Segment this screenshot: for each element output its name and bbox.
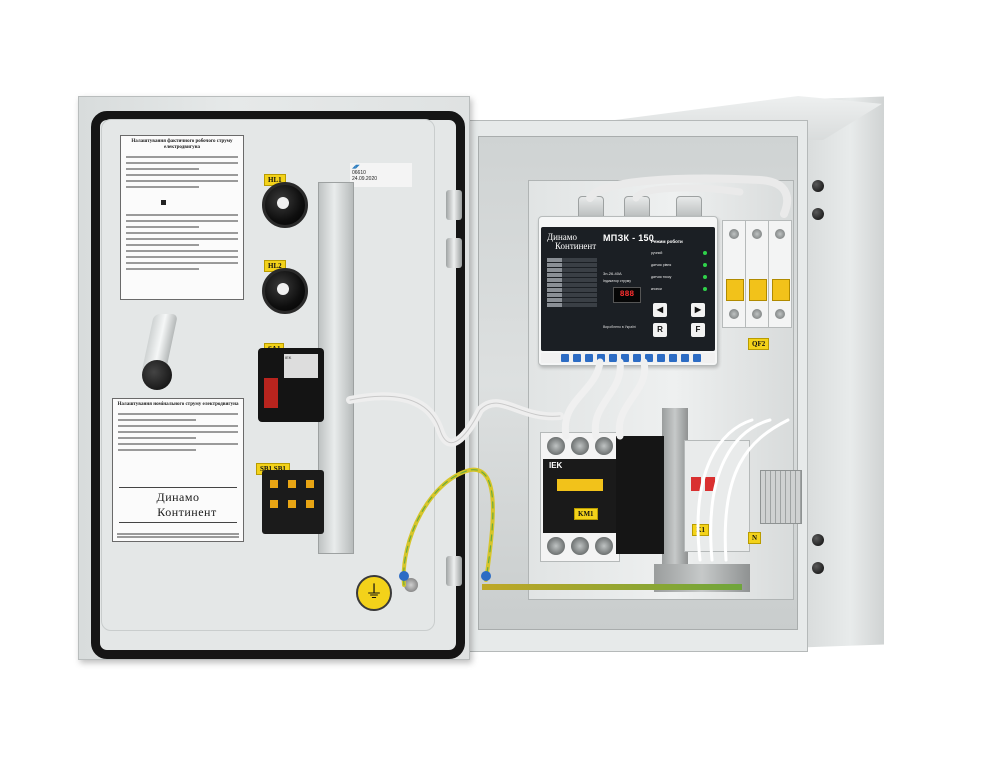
sticker-brand-icon: ◢◤ bbox=[352, 164, 360, 170]
ground-bolt bbox=[404, 578, 418, 592]
tag-n: N bbox=[748, 532, 762, 544]
rivet-icon bbox=[812, 208, 824, 220]
signal-wire bbox=[696, 418, 754, 562]
ground-symbol-icon: ⏚ bbox=[356, 575, 392, 611]
left-arrow-button[interactable]: ◀ bbox=[653, 303, 667, 317]
manufacturer-contacts bbox=[117, 532, 239, 539]
signal-wire bbox=[709, 418, 772, 562]
pilot-lamp-hl2 bbox=[262, 268, 308, 314]
controller-faceplate: Динамо Континент МПЗК - 150 3н-26-40А Ін… bbox=[541, 227, 715, 351]
contactor-auxiliary bbox=[616, 436, 664, 554]
right-arrow-button[interactable]: ▶ bbox=[691, 303, 705, 317]
led-icon bbox=[703, 287, 707, 291]
door-hinge bbox=[446, 556, 462, 586]
function-button[interactable]: F bbox=[691, 323, 705, 337]
door-hinge bbox=[446, 238, 462, 268]
circuit-breaker[interactable] bbox=[722, 220, 746, 328]
terminal-strip bbox=[760, 470, 802, 524]
current-display: 888 bbox=[613, 287, 641, 303]
mode-selector-switch[interactable]: IEK bbox=[258, 348, 324, 422]
motor-cable bbox=[615, 358, 649, 440]
contactor-actuator bbox=[557, 479, 603, 491]
controller-settings-table bbox=[547, 257, 597, 308]
wire-ferrule bbox=[481, 571, 491, 581]
mode-title: Режим роботи bbox=[651, 239, 683, 244]
mode-pressure-sensor: датчик тиску bbox=[651, 275, 672, 279]
manufacturer-logo: Динамо Континент bbox=[119, 487, 237, 523]
instruction-label-bottom: Налаштування номінального струму електро… bbox=[112, 398, 244, 542]
ground-cable bbox=[403, 469, 494, 586]
motor-cable bbox=[561, 358, 604, 440]
tag-qf2: QF2 bbox=[748, 338, 770, 350]
instruction-label-top: Налаштування фактичного робочого струму … bbox=[120, 135, 244, 300]
power-cable bbox=[586, 174, 791, 218]
circuit-breaker[interactable] bbox=[745, 220, 769, 328]
lock-icon bbox=[142, 360, 172, 390]
rivet-icon bbox=[812, 562, 824, 574]
signal-wire bbox=[723, 418, 790, 562]
controller-logo: Динамо Континент bbox=[547, 232, 597, 251]
wire-ferrule bbox=[399, 571, 409, 581]
tag-km1: KM1 bbox=[574, 508, 598, 520]
circuit-breaker[interactable] bbox=[768, 220, 792, 328]
push-button-block[interactable] bbox=[262, 470, 324, 534]
mode-level-sensor: датчик рівня bbox=[651, 263, 672, 267]
contactor-brand: IEK bbox=[547, 461, 565, 470]
mode-buttons: кнопки bbox=[651, 287, 662, 291]
door-cable bbox=[349, 395, 561, 444]
rivet-icon bbox=[812, 180, 824, 192]
button-icon bbox=[161, 200, 166, 205]
serial-sticker: ◢◤ 06610 24.09.2020 bbox=[350, 163, 412, 187]
ground-wire bbox=[482, 584, 742, 590]
controller-model: МПЗК - 150 bbox=[603, 233, 655, 243]
door-inner-edge bbox=[101, 119, 435, 631]
led-icon bbox=[703, 251, 707, 255]
door-hinge bbox=[446, 190, 462, 220]
power-cable bbox=[632, 184, 744, 202]
tag-k1: K1 bbox=[692, 524, 709, 536]
rivet-icon bbox=[812, 534, 824, 546]
controller-current-range: 3н-26-40А bbox=[603, 271, 622, 276]
led-icon bbox=[703, 275, 707, 279]
controller-terminal-row bbox=[541, 353, 715, 363]
motor-cable bbox=[591, 358, 624, 440]
led-icon bbox=[703, 263, 707, 267]
door-cable bbox=[346, 392, 564, 447]
controller-made-in: Вироблено в Україні bbox=[603, 325, 636, 329]
contactor-km1: IEK bbox=[540, 432, 620, 562]
door-lock-handle[interactable] bbox=[138, 314, 184, 396]
controller-indicator-label: Індикатор струму bbox=[603, 279, 631, 283]
pilot-lamp-hl1 bbox=[262, 182, 308, 228]
reset-button[interactable]: R bbox=[653, 323, 667, 337]
mode-manual: ручний bbox=[651, 251, 663, 255]
cable-duct bbox=[662, 408, 688, 588]
motor-protection-controller: Динамо Континент МПЗК - 150 3н-26-40А Ін… bbox=[538, 216, 718, 366]
ground-cable bbox=[401, 467, 495, 587]
